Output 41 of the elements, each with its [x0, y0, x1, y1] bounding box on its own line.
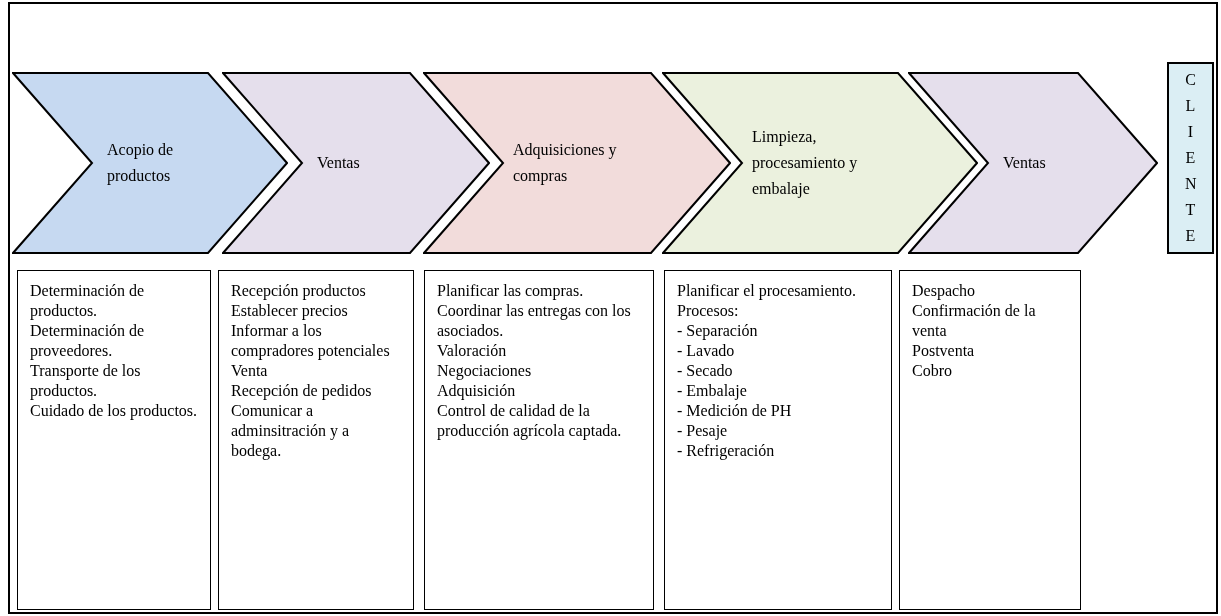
activity-item: Transporte de los productos.	[30, 361, 142, 401]
step-label: Ventas	[317, 153, 361, 173]
activity-item: Informar a los compradores potenciales	[231, 321, 391, 361]
activity-item: Control de calidad de la producción agrícola captada.	[437, 401, 623, 441]
activity-item: Determinación de productos.	[30, 281, 146, 321]
activity-box	[899, 270, 1081, 610]
activity-box	[218, 270, 414, 610]
step-label: Ventas	[1003, 153, 1047, 173]
activity-item: Despacho	[912, 281, 977, 301]
activity-item: Adquisición	[437, 381, 517, 401]
activity-item: - Refrigeración	[677, 441, 776, 461]
activity-box	[424, 270, 654, 610]
activity-item: Coordinar las entregas con los asociados.	[437, 301, 632, 341]
activity-item: Determinación de proveedores.	[30, 321, 146, 361]
activity-item: - Lavado	[677, 341, 736, 361]
activity-item: Planificar las compras.	[437, 281, 585, 301]
activity-item: Recepción de pedidos	[231, 381, 373, 401]
activity-item: - Embalaje	[677, 381, 748, 401]
step-label: Limpieza, procesamiento y embalaje	[752, 127, 859, 200]
activity-item: - Medición de PH	[677, 401, 793, 421]
activity-item: Cuidado de los productos.	[30, 401, 198, 421]
activity-item: Venta	[231, 361, 269, 381]
activity-item: Recepción productos	[231, 281, 367, 301]
activity-item: - Separación	[677, 321, 759, 341]
activity-item: Confirmación de la venta	[912, 301, 1037, 341]
activity-item: Negociaciones	[437, 361, 533, 381]
client-label: CLIENTE	[1184, 70, 1197, 246]
activity-item: Cobro	[912, 361, 953, 381]
activity-item: - Pesaje	[677, 421, 729, 441]
activity-box	[664, 270, 892, 610]
activity-item: Procesos:	[677, 301, 740, 321]
activity-item: Establecer precios	[231, 301, 349, 321]
client-box	[1167, 62, 1214, 254]
activity-box	[17, 270, 211, 610]
activity-item: Valoración	[437, 341, 508, 361]
activity-item: Postventa	[912, 341, 976, 361]
activity-item: Comunicar a adminsitración y a bodega.	[231, 401, 351, 461]
activity-item: - Secado	[677, 361, 734, 381]
activity-item: Planificar el procesamiento.	[677, 281, 858, 301]
step-label: Adquisiciones y compras	[513, 140, 618, 187]
step-label: Acopio de productos	[107, 140, 175, 187]
